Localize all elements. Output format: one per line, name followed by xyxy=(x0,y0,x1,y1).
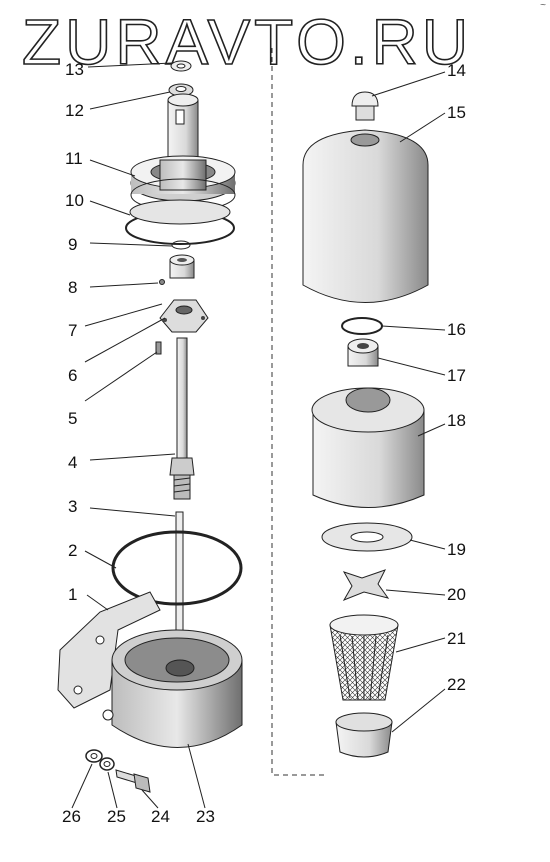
callout-1: 1 xyxy=(68,585,78,604)
part-13-washer xyxy=(170,60,192,72)
callout-23: 23 xyxy=(196,807,215,826)
callout-3: 3 xyxy=(68,497,78,516)
callout-24: 24 xyxy=(151,807,170,826)
callout-5: 5 xyxy=(68,409,78,428)
part-21-mesh-filter xyxy=(329,614,399,701)
part-15-cover xyxy=(302,129,429,303)
callout-13: 13 xyxy=(65,60,84,79)
leader-lines xyxy=(71,62,446,809)
part-25-washer xyxy=(99,757,115,771)
watermark-logo: ZURAVTO.RU xyxy=(22,5,472,74)
part-23-housing xyxy=(102,629,243,748)
callout-19: 19 xyxy=(447,540,466,559)
callout-4: 4 xyxy=(68,453,78,472)
callout-18: 18 xyxy=(447,411,466,430)
callout-14: 14 xyxy=(447,61,466,80)
part-19-disc xyxy=(321,522,413,552)
callout-21: 21 xyxy=(447,629,466,648)
callout-16: 16 xyxy=(447,320,466,339)
part-18-rotor-body xyxy=(311,387,425,508)
part-8-nut xyxy=(159,254,195,285)
callout-6: 6 xyxy=(68,366,78,385)
part-2-oring xyxy=(111,530,243,606)
part-7-flange xyxy=(159,299,209,333)
watermark-text: ZURAVTO.RU xyxy=(22,6,472,74)
callout-26: 26 xyxy=(62,807,81,826)
callout-10: 10 xyxy=(65,191,84,210)
corner-mark: ~ xyxy=(540,0,546,11)
callout-22: 22 xyxy=(447,675,466,694)
part-4-axle xyxy=(169,337,195,500)
callout-25: 25 xyxy=(107,807,126,826)
callout-7: 7 xyxy=(68,321,78,340)
callout-20: 20 xyxy=(447,585,466,604)
callout-15: 15 xyxy=(447,103,466,122)
part-24-bolt xyxy=(115,769,151,793)
callout-8: 8 xyxy=(68,278,78,297)
part-1-bracket xyxy=(57,591,161,709)
callout-12: 12 xyxy=(65,101,84,120)
part-9-ring xyxy=(171,240,191,250)
part-6-pin xyxy=(155,341,162,355)
part-12-ring xyxy=(168,83,194,97)
part-22-cap xyxy=(335,712,393,758)
part-20-star xyxy=(342,569,390,601)
part-16-ring xyxy=(341,317,383,335)
part-17-nut xyxy=(347,338,379,367)
part-11-rotor xyxy=(130,93,236,212)
callout-17: 17 xyxy=(447,366,466,385)
callout-11: 11 xyxy=(65,149,83,168)
callout-2: 2 xyxy=(68,541,78,560)
part-14-cap-nut xyxy=(351,91,379,121)
callout-9: 9 xyxy=(68,235,78,254)
part-26-washer xyxy=(85,749,103,763)
